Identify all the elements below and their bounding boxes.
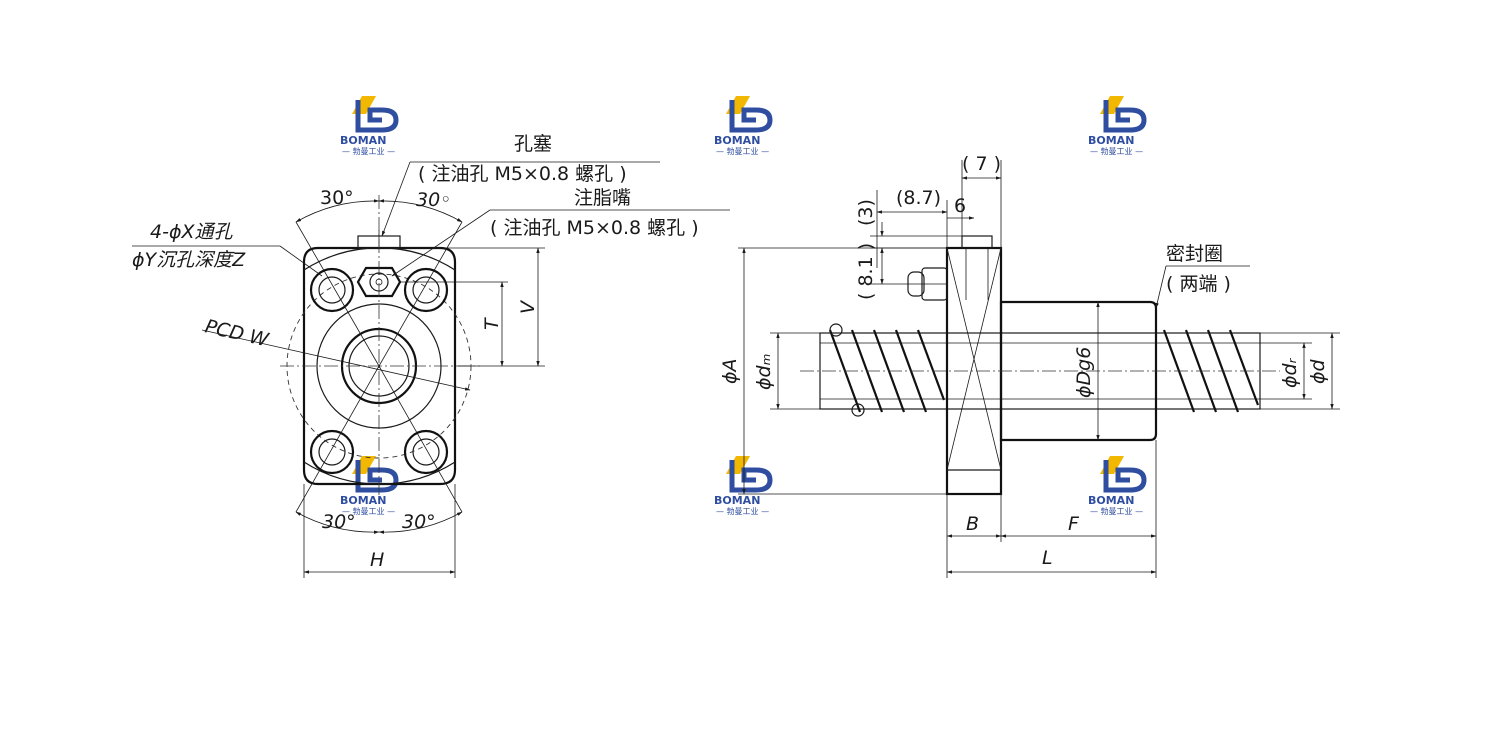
flange-arc-bottom — [303, 461, 456, 485]
watermark-logo: BOMAN — 勃曼工业 — — [340, 96, 396, 156]
watermark-logo: BOMAN — 勃曼工业 — — [714, 456, 770, 516]
dim-L: L — [1042, 547, 1053, 569]
dim-dm: ϕdₘ — [753, 354, 775, 390]
watermark-brand: BOMAN — [1088, 134, 1134, 147]
angle-label-top-left: 30° — [320, 187, 354, 209]
seal-title: 密封圈 — [1166, 243, 1223, 265]
screw-shaft — [819, 332, 1261, 410]
angle-label-top-right: 30◦ — [416, 189, 451, 211]
hole-note-line2: ϕY沉孔深度Z — [132, 249, 246, 271]
watermark-brand: BOMAN — [340, 494, 386, 507]
grease-title: 注脂嘴 — [574, 187, 631, 209]
dim-dr: ϕdᵣ — [1279, 357, 1301, 388]
watermark-subtitle: — 勃曼工业 — — [342, 146, 395, 156]
watermark-subtitle: — 勃曼工业 — — [1090, 506, 1143, 516]
watermark-logo: BOMAN — 勃曼工业 — — [340, 456, 396, 516]
flange-outline — [302, 246, 457, 486]
grease-nipple-hex — [356, 266, 402, 298]
nut-cylinder — [999, 300, 1158, 442]
dim-V: V — [517, 299, 539, 314]
watermark-subtitle: — 勃曼工业 — — [342, 506, 395, 516]
watermark-brand: BOMAN — [714, 134, 760, 147]
dim-T: T — [481, 317, 503, 330]
dim-A: ϕA — [719, 358, 741, 384]
dim-H: H — [370, 549, 384, 571]
dim-8-7: (8.7) — [896, 187, 941, 209]
grease-note: ( 注油孔 M5×0.8 螺孔 ) — [490, 217, 699, 239]
watermark-subtitle: — 勃曼工业 — — [1090, 146, 1143, 156]
front-view: 30° 30◦ 30° 30° 4-ϕX通孔 ϕY沉孔深度Z PCD W 孔塞 … — [132, 133, 730, 578]
mounting-hole — [403, 267, 449, 313]
angle-label-bottom-right: 30° — [402, 511, 436, 533]
flange-arc-top — [303, 247, 456, 271]
dim-7: ( 7 ) — [962, 153, 1001, 175]
dim-F: F — [1068, 513, 1080, 535]
plug-note: ( 注油孔 M5×0.8 螺孔 ) — [418, 163, 627, 185]
watermark-subtitle: — 勃曼工业 — — [716, 146, 769, 156]
screw-thread-left — [828, 323, 946, 417]
dim-6: 6 — [954, 195, 966, 217]
seal-note: ( 两端 ) — [1166, 273, 1231, 295]
hole-note-line1: 4-ϕX通孔 — [150, 221, 233, 243]
dim-d: ϕd — [1307, 358, 1329, 384]
mounting-hole — [309, 267, 355, 313]
mounting-hole — [309, 429, 355, 475]
plug-side — [961, 235, 993, 249]
pcd-label: PCD W — [203, 315, 272, 351]
watermark-brand: BOMAN — [714, 494, 760, 507]
watermark-logo: BOMAN — 勃曼工业 — — [714, 96, 770, 156]
dim-3: (3) — [855, 199, 877, 226]
watermark-logo: BOMAN — 勃曼工业 — — [1088, 456, 1144, 516]
plug-title: 孔塞 — [514, 133, 552, 155]
mounting-hole — [403, 429, 449, 475]
watermark-subtitle: — 勃曼工业 — — [716, 506, 769, 516]
side-view: ( 7 ) (8.7) 6 (3) ( 8.1 ) 密封圈 ( 两端 ) ϕA … — [719, 153, 1340, 578]
dim-8-1: ( 8.1 ) — [855, 243, 877, 300]
watermark-brand: BOMAN — [340, 134, 386, 147]
dim-Dg6: ϕDg6 — [1073, 347, 1095, 398]
dim-B: B — [966, 513, 979, 535]
watermark-logo: BOMAN — 勃曼工业 — — [1088, 96, 1144, 156]
watermark-brand: BOMAN — [1088, 494, 1134, 507]
angle-label-bottom-left: 30° — [322, 511, 356, 533]
